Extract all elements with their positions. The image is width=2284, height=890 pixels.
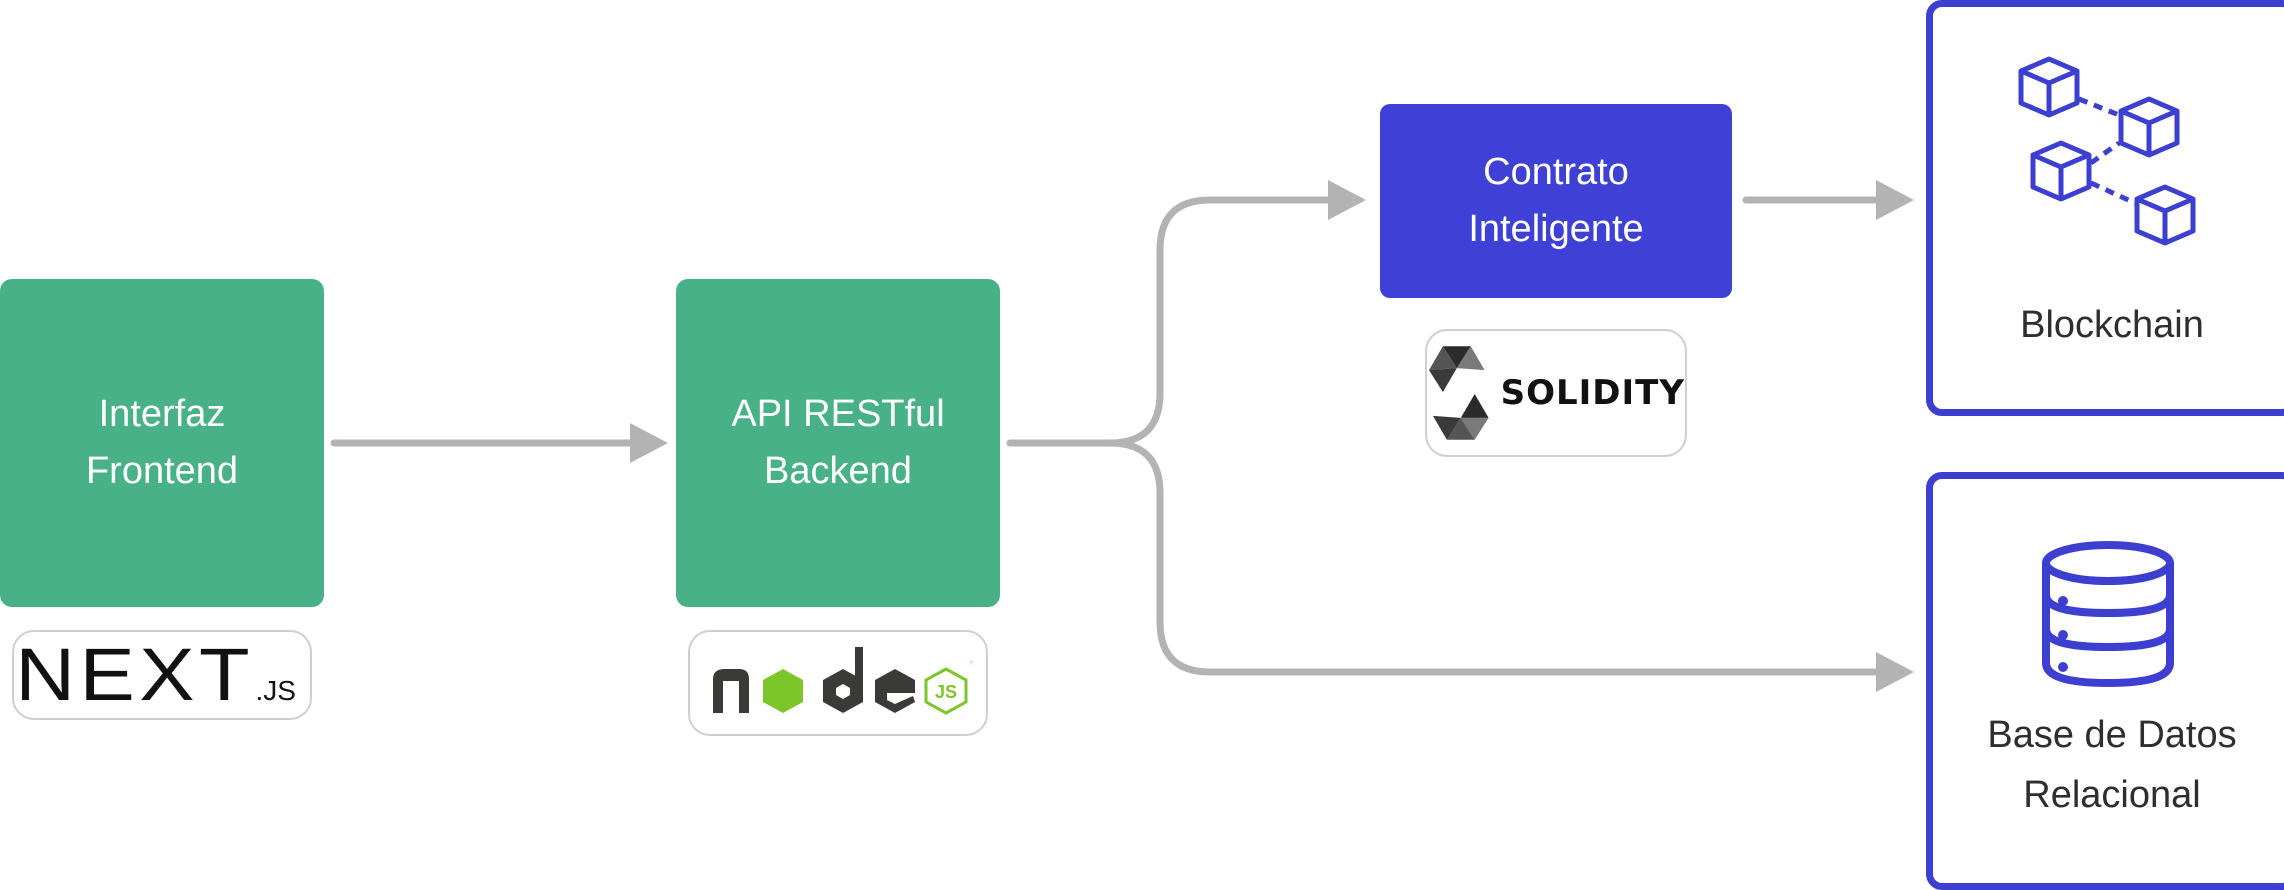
arrowhead-backend — [630, 423, 668, 463]
database-node: Base de Datos Relacional — [1926, 472, 2284, 890]
database-icon — [2042, 541, 2174, 688]
database-label-line1: Base de Datos — [1987, 714, 2237, 756]
frontend-node: Interfaz Frontend — [0, 279, 324, 607]
svg-text:JS: JS — [935, 682, 957, 702]
contract-node: Contrato Inteligente — [1380, 104, 1732, 298]
nextjs-logo-main: NEXT — [15, 633, 255, 716]
arrowhead-database — [1876, 652, 1914, 692]
svg-text:™: ™ — [969, 660, 973, 669]
blockchain-cubes-icon — [2018, 56, 2196, 246]
solidity-logo-text: SOLIDITY — [1500, 373, 1685, 413]
nextjs-logo-suffix: .JS — [255, 675, 296, 706]
database-label-line2: Relacional — [2023, 774, 2201, 816]
frontend-label-line1: Interfaz — [98, 393, 226, 435]
backend-label-line2: Backend — [764, 450, 912, 492]
nodejs-logo-card: JS ™ — [688, 630, 988, 736]
contract-label-line2: Inteligente — [1468, 208, 1644, 250]
frontend-label-line2: Frontend — [85, 450, 239, 492]
backend-label-line1: API RESTful — [731, 393, 945, 435]
solidity-logo-card: SOLIDITY — [1425, 329, 1687, 457]
nextjs-logo: NEXT .JS — [15, 638, 296, 712]
solidity-logo-icon — [1428, 346, 1489, 440]
contract-label-line1: Contrato — [1483, 151, 1629, 193]
arrow-backend-to-contract — [1006, 196, 1340, 447]
nodejs-logo: JS ™ — [713, 647, 973, 715]
arrowhead-blockchain — [1876, 180, 1914, 220]
arrowhead-contract — [1328, 180, 1366, 220]
blockchain-label: Blockchain — [2020, 304, 2204, 346]
backend-node: API RESTful Backend — [676, 279, 1000, 607]
arrow-backend-to-database — [1106, 439, 1886, 676]
nextjs-logo-card: NEXT .JS — [12, 630, 312, 720]
blockchain-node: Blockchain — [1926, 0, 2284, 416]
